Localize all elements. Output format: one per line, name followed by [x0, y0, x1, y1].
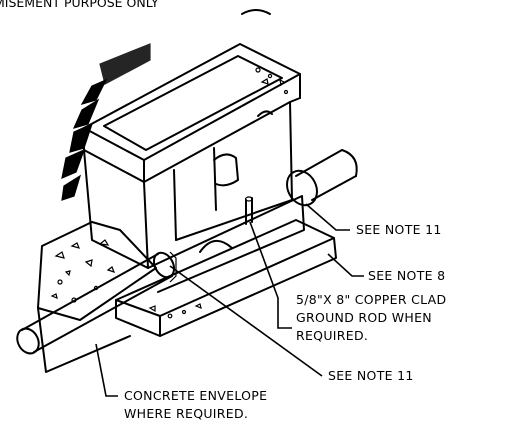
label-see-note-8: SEE NOTE 8 [368, 268, 445, 283]
concrete-texture [148, 67, 289, 319]
label-ground-rod-3: REQUIRED. [296, 328, 368, 343]
label-ground-rod-2: GROUND ROD WHEN [296, 310, 432, 325]
leader-lines [95, 203, 364, 397]
ground-rod [244, 196, 254, 225]
label-see-note-11-bottom: SEE NOTE 11 [328, 368, 414, 383]
label-concrete-envelope-2: WHERE REQUIRED. [124, 406, 248, 421]
conduit-pipe-right [286, 149, 358, 207]
header-text: MISEMENT PURPOSE ONLY [0, 0, 159, 10]
earth-hatching [61, 43, 151, 201]
top-arc [241, 9, 271, 15]
label-concrete-envelope-1: CONCRETE ENVELOPE [124, 388, 267, 403]
label-see-note-11-top: SEE NOTE 11 [356, 222, 442, 237]
label-ground-rod-1: 5/8"X 8" COPPER CLAD [296, 292, 446, 307]
conduit-pipe-left [16, 251, 177, 355]
manhole-box [83, 43, 337, 337]
